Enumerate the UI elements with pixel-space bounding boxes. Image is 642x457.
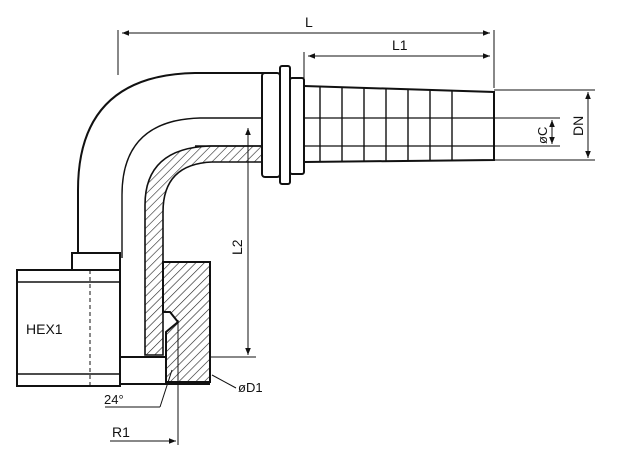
label-L2: L2 [229,239,245,255]
barbed-stem [303,85,495,163]
label-diam-C: øC [535,127,550,144]
elbow-tube [77,72,266,258]
label-L1: L1 [392,37,408,53]
label-hex1: HEX1 [26,321,63,337]
label-DN: DN [570,116,586,136]
label-R1: R1 [112,424,130,440]
label-diam-D1: øD1 [238,380,263,395]
collar [261,65,305,185]
dimension-labels: L L1 L2 øC DN HEX1 24° R1 øD1 [26,14,586,440]
label-angle: 24° [104,392,124,407]
label-L: L [305,14,313,30]
swivel-nut-section [119,261,211,385]
dimension-lines [105,30,595,445]
hex-nut-outline [16,252,121,387]
